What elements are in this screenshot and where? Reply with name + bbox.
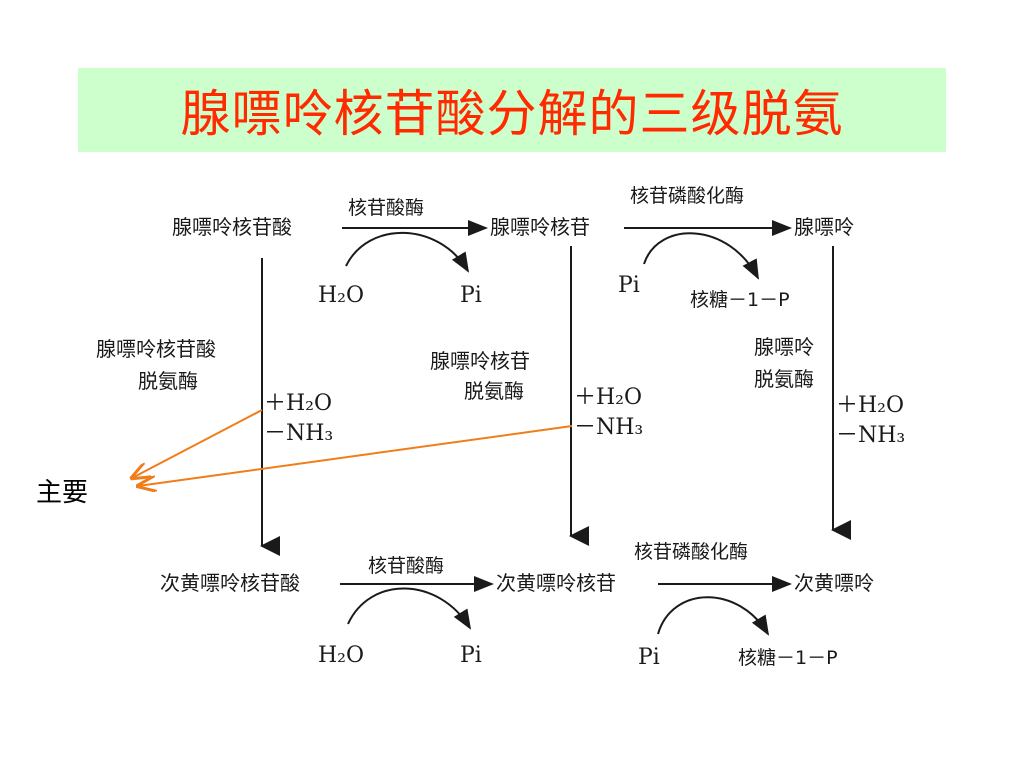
- remove-nh3-2: －NH₃: [574, 415, 643, 440]
- deaminase-2-line2: 脱氨酶: [464, 379, 524, 403]
- product-ribose-1p-top: 核糖－1－P: [690, 289, 790, 311]
- product-pi-top: Pi: [460, 283, 482, 308]
- compound-hypoxanthine: 次黄嘌呤: [794, 571, 874, 595]
- enzyme-nucleotidase-top: 核苷酸酶: [348, 197, 424, 219]
- main-route-label: 主要: [36, 478, 89, 508]
- page-title: 腺嘌呤核苷酸分解的三级脱氨: [180, 85, 844, 143]
- deaminase-1-line2: 脱氨酶: [138, 369, 198, 393]
- compound-inosine: 次黄嘌呤核苷: [496, 571, 616, 595]
- deaminase-2-line1: 腺嘌呤核苷: [430, 349, 530, 373]
- compound-adenine: 腺嘌呤: [794, 215, 854, 239]
- add-h2o-2: ＋H₂O: [574, 385, 642, 410]
- cofactor-arc-bottom-2: [657, 596, 770, 636]
- product-pi-bottom: Pi: [460, 643, 482, 668]
- remove-nh3-1: －NH₃: [264, 421, 333, 446]
- add-h2o-1: ＋H₂O: [264, 391, 332, 416]
- product-ribose-1p-bottom: 核糖－1－P: [738, 647, 838, 669]
- deamination-diagram: 腺嘌呤核苷酸 核苷酸酶 H₂O Pi 腺嘌呤核苷 核苷磷酸化酶 Pi 核糖－1－…: [96, 185, 905, 670]
- cofactor-arc-bottom-1: [347, 587, 472, 630]
- cofactor-arc-top-2: [643, 232, 759, 280]
- reagent-h2o-bottom: H₂O: [318, 643, 364, 668]
- deaminase-3-line1: 腺嘌呤: [754, 335, 814, 359]
- cofactor-arc-top-1: [345, 231, 470, 273]
- enzyme-phosphorylase-bottom: 核苷磷酸化酶: [634, 541, 748, 563]
- compound-adenosine: 腺嘌呤核苷: [490, 215, 590, 239]
- reagent-pi-top: Pi: [618, 273, 640, 298]
- compound-imp: 次黄嘌呤核苷酸: [160, 571, 300, 595]
- remove-nh3-3: －NH₃: [836, 423, 905, 448]
- reagent-h2o-top: H₂O: [318, 283, 364, 308]
- enzyme-nucleotidase-bottom: 核苷酸酶: [368, 555, 444, 577]
- reagent-pi-bottom: Pi: [638, 645, 660, 670]
- deaminase-1-line1: 腺嘌呤核苷酸: [96, 337, 216, 361]
- compound-amp: 腺嘌呤核苷酸: [172, 215, 292, 239]
- title-banner: 腺嘌呤核苷酸分解的三级脱氨: [78, 68, 946, 152]
- enzyme-phosphorylase-top: 核苷磷酸化酶: [630, 185, 744, 207]
- add-h2o-3: ＋H₂O: [836, 393, 904, 418]
- deaminase-3-line2: 脱氨酶: [754, 367, 814, 391]
- diagram-panel: 腺嘌呤核苷酸 核苷酸酶 H₂O Pi 腺嘌呤核苷 核苷磷酸化酶 Pi 核糖－1－…: [78, 166, 946, 682]
